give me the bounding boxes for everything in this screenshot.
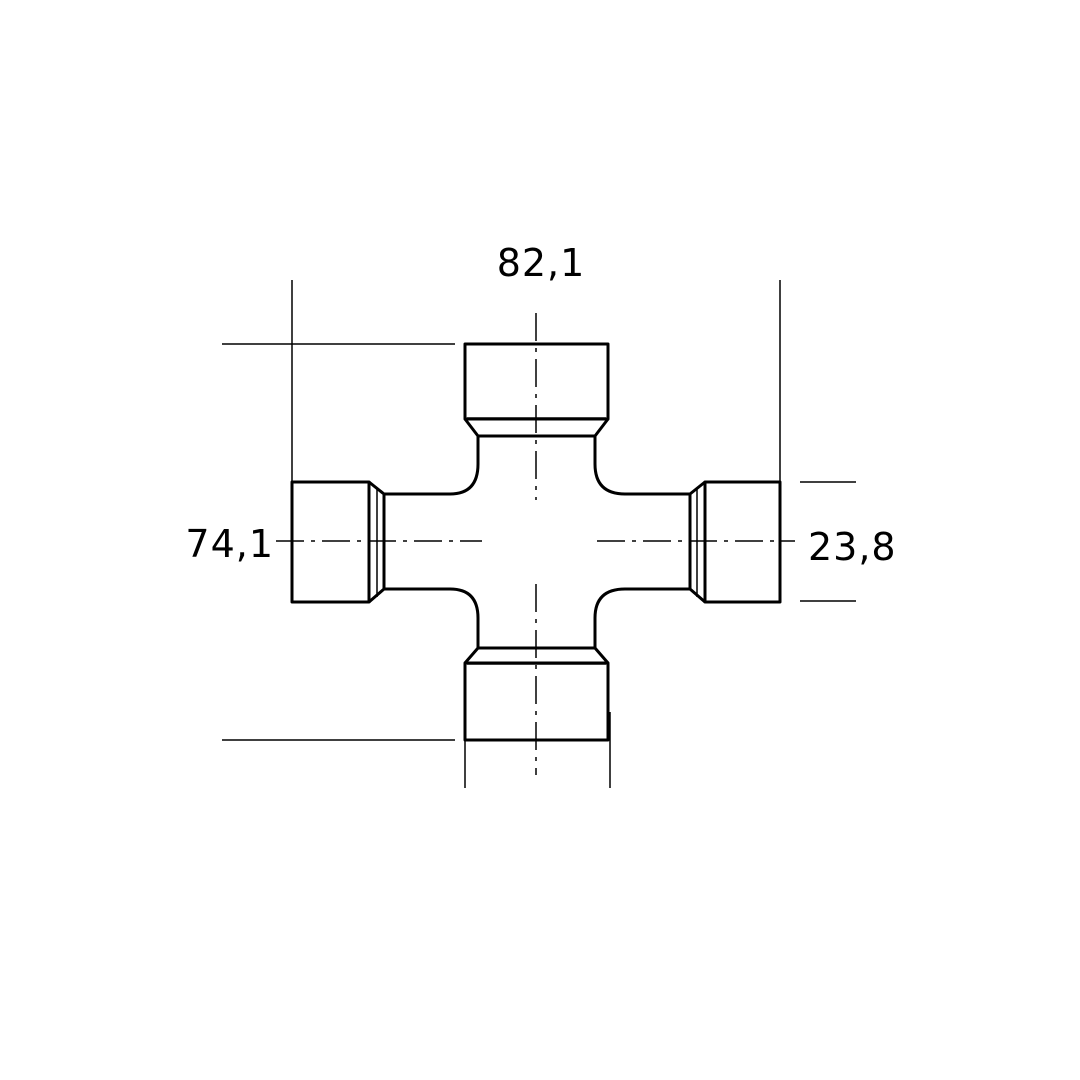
extension-lines (222, 280, 856, 788)
center-lines (276, 313, 795, 775)
cross-body (384, 436, 690, 648)
cap-diameter-label: 23,8 (808, 525, 897, 569)
right-bearing-cap (703, 480, 782, 604)
overall-height-label: 74,1 (185, 522, 274, 566)
overall-width-label: 82,1 (497, 241, 586, 285)
left-bearing-cap (290, 480, 371, 604)
top-cap-chamfer (463, 418, 610, 438)
